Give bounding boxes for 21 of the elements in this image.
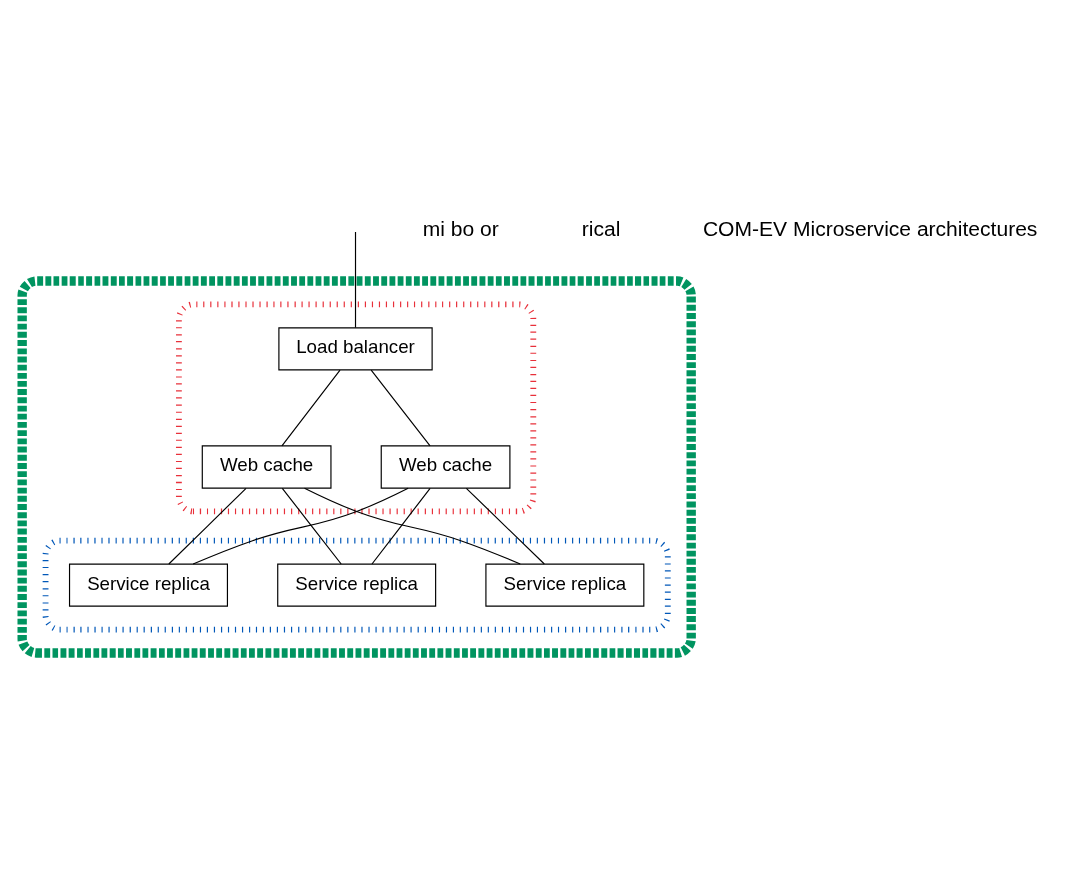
connector [281,369,341,446]
connector [168,487,247,565]
node-box: Service replica [68,563,229,607]
node-box: Load balancer [278,326,433,370]
connector [281,487,342,565]
cluster [17,275,696,658]
node-box: Service replica [277,563,437,607]
connector [354,230,357,328]
label: mi bo or [422,216,499,240]
node-box: Web cache [201,444,332,489]
label: rical [581,216,621,240]
connector [465,487,545,565]
connector [192,487,409,565]
node-box: Service replica [485,563,645,607]
label: COM-EV Microservice architectures [702,216,1038,240]
connector [370,369,431,446]
cluster [42,537,671,632]
node-box: Web cache [380,444,511,489]
cluster [175,301,537,514]
connector [303,487,521,565]
connector [371,487,431,565]
